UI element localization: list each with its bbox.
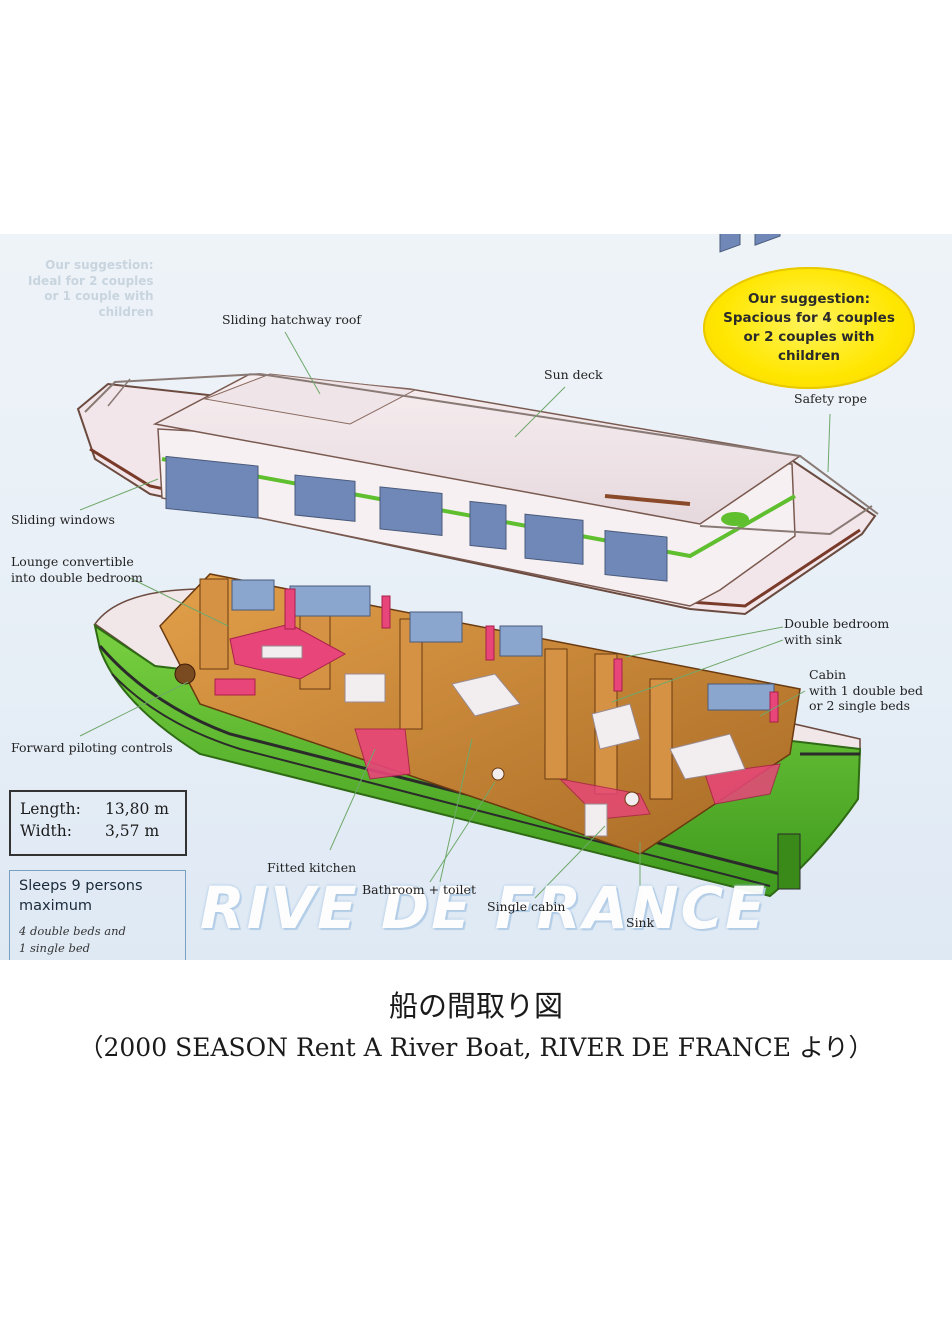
label-sliding-windows: Sliding windows	[11, 512, 115, 527]
label-line: with sink	[784, 631, 842, 647]
label-line: Double bedroom	[784, 616, 890, 631]
label-line: with 1 double bed	[809, 682, 924, 698]
badge-line: Spacious for 4 couples	[723, 310, 895, 327]
sleeps-line: maximum	[19, 897, 93, 914]
leader-lines	[79, 331, 831, 914]
upper-boat-exterior	[76, 234, 879, 616]
label-bathroom-toilet: Bathroom + toilet	[362, 882, 476, 897]
label-sliding-hatchway-roof: Sliding hatchway roof	[222, 312, 362, 327]
caption-title: 船の間取り図	[388, 989, 563, 1023]
rive-de-france-watermark: RIVE DE FRANCE	[200, 874, 767, 942]
boat-illustration	[76, 234, 879, 914]
label-sun-deck: Sun deck	[544, 367, 603, 382]
suggestion-badge: Our suggestion: Spacious for 4 couples o…	[703, 267, 915, 389]
sleeps-sub-line: 1 single bed	[19, 941, 90, 956]
badge-line: Our suggestion:	[748, 291, 870, 308]
label-safety-rope: Safety rope	[794, 391, 867, 406]
sleeps-detail: 4 double beds and 1 single bed	[19, 923, 126, 958]
label-line: into double bedroom	[11, 569, 143, 585]
label-lounge: Lounge convertible into double bedroom	[11, 554, 143, 585]
label-fitted-kitchen: Fitted kitchen	[267, 860, 357, 875]
sleeps-box: Sleeps 9 persons maximum 4 double beds a…	[9, 870, 186, 960]
sleeps-heading: Sleeps 9 persons maximum	[19, 877, 143, 916]
lower-boat-cutaway	[93, 573, 862, 898]
dimensions-box: Length: 13,80 m Width: 3,57 m	[9, 790, 187, 856]
width-value: 3,57 m	[105, 822, 160, 840]
label-line: or 2 single beds	[809, 698, 911, 714]
width-label: Width:	[20, 822, 72, 840]
label-single-cabin: Single cabin	[487, 899, 566, 914]
length-label: Length:	[20, 800, 81, 818]
label-line: Lounge convertible	[11, 554, 134, 569]
label-sink: Sink	[626, 915, 655, 930]
badge-line: children	[778, 347, 840, 364]
boat-layout-figure: Our suggestion: Ideal for 2 couples or 1…	[0, 234, 952, 960]
label-cabin: Cabin with 1 double bed or 2 single beds	[809, 667, 923, 714]
label-forward-piloting-controls: Forward piloting controls	[11, 740, 173, 755]
caption-source: （2000 SEASON Rent A River Boat, RIVER DE…	[78, 1033, 874, 1062]
badge-line: or 2 couples with	[743, 329, 875, 345]
label-line: Cabin	[809, 667, 847, 682]
label-double-bedroom: Double bedroom with sink	[784, 616, 889, 647]
length-value: 13,80 m	[105, 800, 169, 818]
sleeps-sub-line: 4 double beds and	[19, 924, 126, 938]
faded-reverse-text: Our suggestion: Ideal for 2 couples or 1…	[28, 258, 154, 319]
sleeps-line: Sleeps 9 persons	[19, 878, 143, 894]
